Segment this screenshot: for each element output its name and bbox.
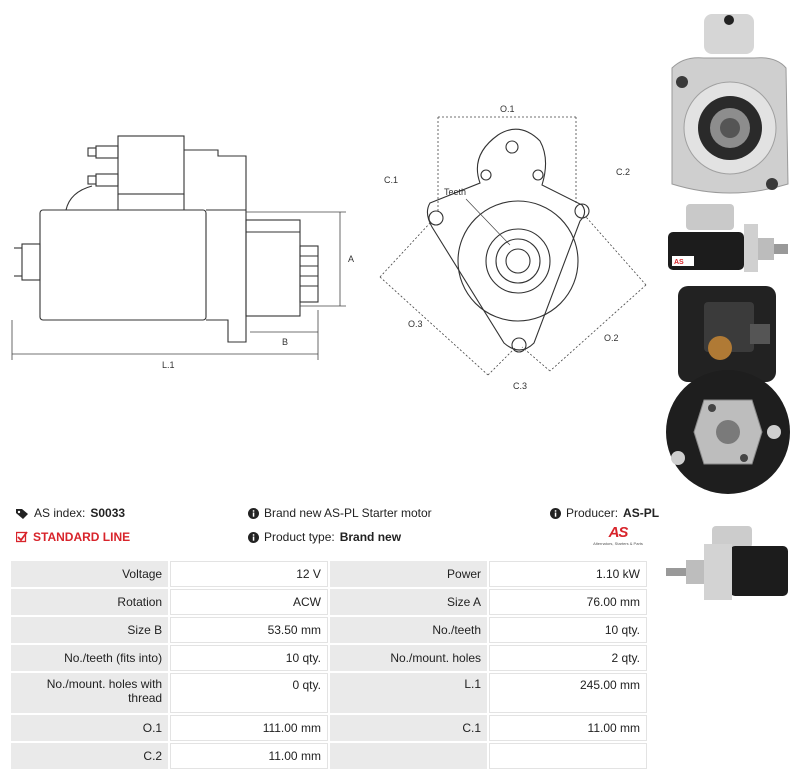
hole-c3 — [511, 337, 527, 353]
product-description: Brand new AS-PL Starter motor — [248, 506, 432, 520]
spec-label: C.2 — [11, 743, 169, 769]
spec-label: No./mount. holes with thread — [11, 673, 169, 713]
spec-label: C.1 — [329, 715, 488, 741]
logo-tagline: Alternators, Starters & Parts — [593, 541, 643, 546]
spec-value: 2 qty. — [489, 645, 647, 671]
product-photo-side: AS — [668, 204, 788, 272]
dim-label-c1: C.1 — [384, 175, 398, 185]
dim-label-c2: C.2 — [616, 167, 630, 177]
svg-text:AS: AS — [674, 259, 684, 266]
solenoid-outline — [117, 135, 185, 195]
dim-label-teeth: Teeth — [444, 187, 466, 197]
spec-label — [329, 743, 488, 769]
info-icon — [248, 507, 259, 519]
dim-label-b: B — [282, 337, 288, 347]
line-text: STANDARD LINE — [33, 530, 131, 544]
dim-label-o2: O.2 — [604, 333, 619, 343]
spec-label: L.1 — [329, 673, 488, 713]
spec-label: Power — [329, 561, 488, 587]
spec-value: 76.00 mm — [489, 589, 647, 615]
spec-value: 11.00 mm — [489, 715, 647, 741]
pinion-outline — [495, 238, 541, 284]
spec-value: ACW — [170, 589, 328, 615]
spec-value: 10 qty. — [489, 617, 647, 643]
flange-outline — [426, 128, 586, 351]
spec-value: 0 qty. — [170, 673, 328, 713]
dim-label-o3: O.3 — [408, 319, 423, 329]
spec-label: Voltage — [11, 561, 169, 587]
product-photo-front — [671, 14, 789, 194]
description-text: Brand new AS-PL Starter motor — [264, 506, 432, 520]
spec-value: 12 V — [170, 561, 328, 587]
spec-value: 111.00 mm — [170, 715, 328, 741]
product-type-label: Product type: — [264, 530, 335, 544]
spec-label: Size A — [329, 589, 488, 615]
as-index-value: S0033 — [90, 506, 126, 520]
checkbox-checked-icon — [16, 531, 28, 543]
motor-body-outline — [39, 209, 207, 321]
producer: Producer: AS-PL — [550, 506, 659, 520]
spec-label: Size B — [11, 617, 169, 643]
spec-value: 245.00 mm — [489, 673, 647, 713]
spec-row: No./teeth (fits into)10 qty.No./mount. h… — [11, 645, 647, 671]
dim-label-c3: C.3 — [513, 381, 527, 391]
spec-value — [489, 743, 647, 769]
hole-c1 — [428, 210, 444, 226]
dim-label-l1: L.1 — [162, 360, 175, 370]
spec-value: 1.10 kW — [489, 561, 647, 587]
spec-label: No./teeth (fits into) — [11, 645, 169, 671]
product-type-value: Brand new — [339, 530, 402, 544]
product-photo-angle — [666, 526, 788, 600]
tag-icon — [16, 508, 28, 519]
side-view-drawing: L.1 B A — [11, 135, 354, 370]
logo-mark: AS — [608, 524, 629, 541]
dim-label-o1: O.1 — [500, 104, 515, 114]
as-pl-logo: AS Alternators, Starters & Parts — [586, 524, 650, 554]
spec-label: No./mount. holes — [329, 645, 488, 671]
spec-label: O.1 — [11, 715, 169, 741]
spec-value: 53.50 mm — [170, 617, 328, 643]
as-index-label: AS index: — [34, 506, 86, 520]
nose-circle — [457, 200, 579, 322]
producer-value: AS-PL — [623, 506, 660, 520]
product-line: STANDARD LINE — [16, 530, 130, 544]
dim-label-a: A — [348, 254, 354, 264]
producer-label: Producer: — [566, 506, 619, 520]
hole-c2 — [574, 203, 590, 219]
spec-label: No./teeth — [329, 617, 488, 643]
spec-label: Rotation — [11, 589, 169, 615]
product-photo-rear — [666, 286, 790, 494]
info-icon — [248, 531, 259, 543]
info-icon — [550, 507, 561, 519]
product-type: Product type: Brand new — [248, 530, 401, 544]
spec-value: 10 qty. — [170, 645, 328, 671]
front-view-drawing: O.1 C.1 C.2 Teeth O.3 O.2 C.3 — [379, 104, 647, 391]
as-index: AS index: S0033 — [16, 506, 125, 520]
spec-value: 11.00 mm — [170, 743, 328, 769]
